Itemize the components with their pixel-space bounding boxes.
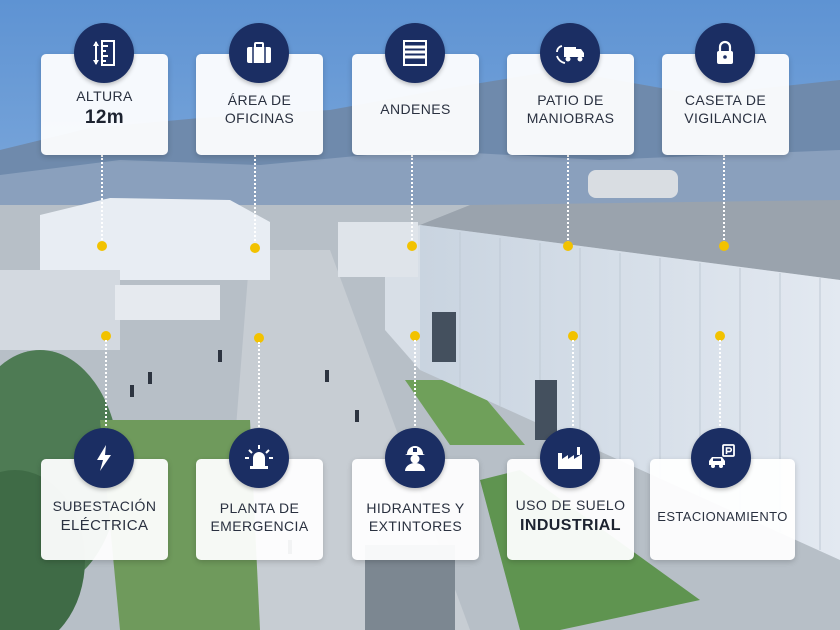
siren-icon	[245, 445, 273, 469]
location-pin-hidrantes	[410, 331, 420, 341]
connector-altura	[101, 155, 103, 243]
badge-altura	[74, 23, 134, 83]
briefcase-icon	[247, 42, 271, 63]
feature-label-caseta-2: VIGILANCIA	[684, 109, 767, 126]
location-pin-caseta	[719, 241, 729, 251]
connector-subestacion	[105, 340, 107, 430]
badge-subestacion	[74, 428, 134, 488]
feature-label-altura: ALTURA	[76, 87, 133, 104]
location-pin-subestacion	[101, 331, 111, 341]
connector-hidrantes	[414, 340, 416, 430]
feature-value-uso-suelo: INDUSTRIAL	[520, 516, 621, 534]
parking-car-icon	[709, 444, 735, 468]
location-pin-altura	[97, 241, 107, 251]
lock-icon	[717, 40, 733, 64]
feature-label-oficinas-1: ÁREA DE	[227, 91, 292, 108]
location-pin-planta	[254, 333, 264, 343]
connector-caseta	[723, 155, 725, 243]
ruler-height-icon	[93, 40, 115, 66]
feature-label-estacionamiento: ESTACIONAMIENTO	[657, 508, 788, 524]
connector-estacionamiento	[719, 340, 721, 430]
connector-planta	[258, 342, 260, 430]
feature-label-oficinas-2: OFICINAS	[224, 109, 295, 126]
badge-uso-suelo	[540, 428, 600, 488]
feature-label-caseta-1: CASETA DE	[684, 91, 767, 108]
connector-oficinas	[254, 155, 256, 245]
truck-icon	[556, 45, 584, 64]
factory-icon	[558, 447, 582, 469]
feature-value-altura: 12m	[84, 106, 125, 128]
badge-andenes	[385, 23, 445, 83]
feature-label-patio-2: MANIOBRAS	[526, 109, 615, 126]
badge-oficinas	[229, 23, 289, 83]
location-pin-oficinas	[250, 243, 260, 253]
dock-doors-icon	[403, 40, 427, 66]
badge-patio	[540, 23, 600, 83]
connector-andenes	[411, 155, 413, 243]
feature-label-andenes: ANDENES	[380, 100, 451, 117]
feature-label-planta-1: PLANTA DE	[219, 499, 300, 516]
lightning-icon	[97, 445, 111, 471]
connector-patio	[567, 155, 569, 243]
location-pin-andenes	[407, 241, 417, 251]
connector-uso-suelo	[572, 340, 574, 430]
feature-label-hidrantes-1: HIDRANTES Y	[366, 499, 465, 516]
feature-label-hidrantes-2: EXTINTORES	[368, 517, 463, 534]
location-pin-patio	[563, 241, 573, 251]
feature-label-planta-2: EMERGENCIA	[210, 517, 309, 534]
firefighter-icon	[405, 446, 425, 471]
feature-label-patio-1: PATIO DE	[537, 91, 604, 108]
badge-hidrantes	[385, 428, 445, 488]
feature-label-uso-suelo-1: USO DE SUELO	[515, 496, 626, 513]
badge-caseta	[695, 23, 755, 83]
badge-estacionamiento	[691, 428, 751, 488]
location-pin-uso-suelo	[568, 331, 578, 341]
feature-label-subestacion-1: SUBESTACIÓN	[52, 497, 157, 514]
location-pin-estacionamiento	[715, 331, 725, 341]
badge-planta	[229, 428, 289, 488]
feature-label-subestacion-2: ELÉCTRICA	[60, 516, 149, 534]
